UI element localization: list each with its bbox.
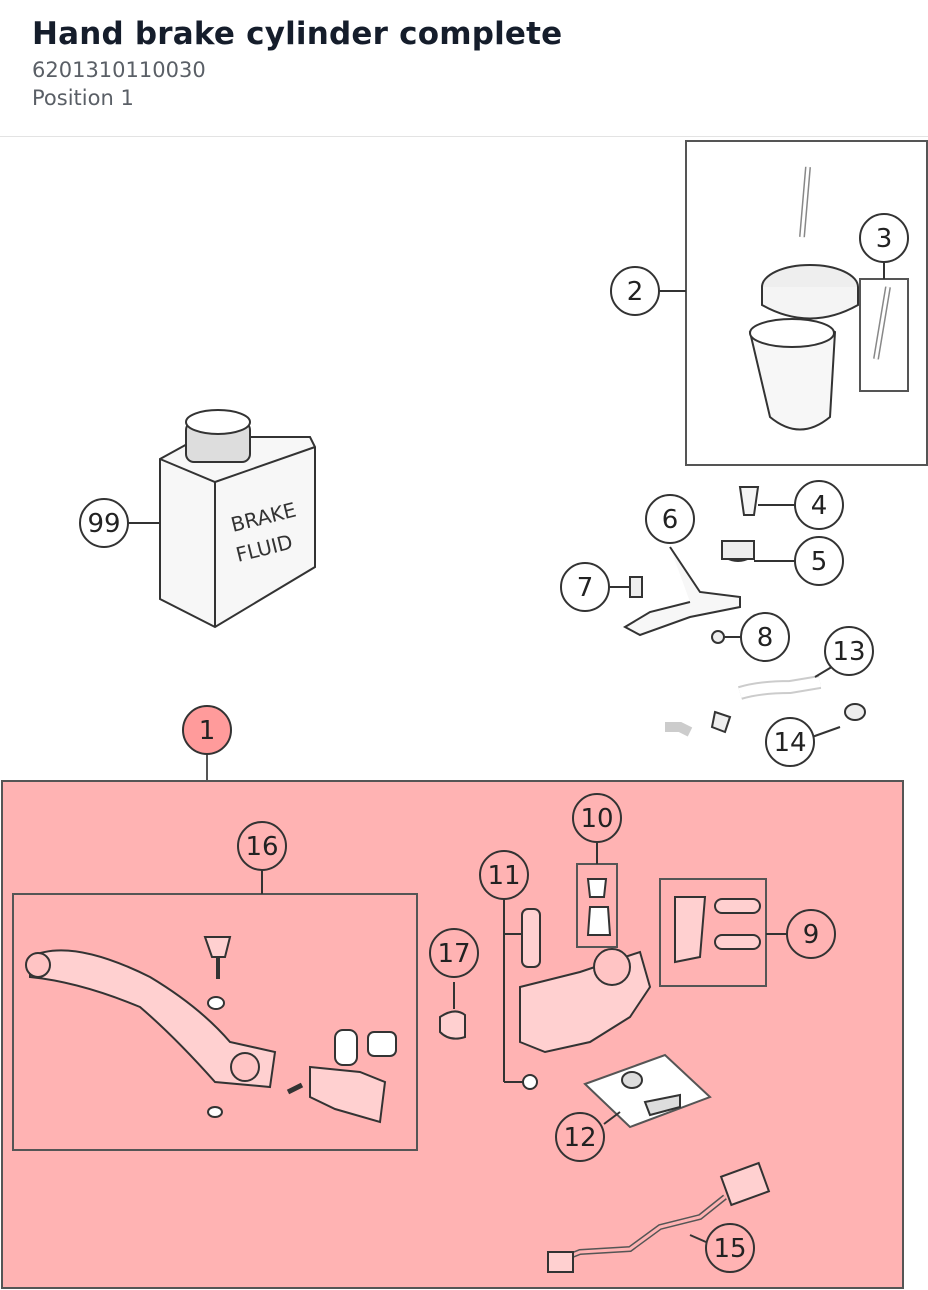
callout-16[interactable]: 16 (237, 821, 287, 871)
callout-16-label: 16 (245, 832, 278, 862)
callout-99[interactable]: 99 (79, 498, 129, 548)
callout-6[interactable]: 6 (645, 494, 695, 544)
callout-4[interactable]: 4 (794, 480, 844, 530)
callout-1[interactable]: 1 (182, 705, 232, 755)
callout-14-label: 14 (773, 728, 806, 758)
callout-6-label: 6 (662, 505, 679, 535)
callout-5[interactable]: 5 (794, 536, 844, 586)
callout-11-label: 11 (487, 861, 520, 891)
callout-3[interactable]: 3 (859, 213, 909, 263)
callout-9[interactable]: 9 (786, 909, 836, 959)
callout-8[interactable]: 8 (740, 612, 790, 662)
callout-7-label: 7 (577, 573, 594, 603)
callout-12-label: 12 (563, 1123, 596, 1153)
callout-9-label: 9 (803, 920, 820, 950)
callout-17[interactable]: 17 (429, 928, 479, 978)
page-header: Hand brake cylinder complete 62013101100… (0, 0, 928, 137)
callout-7[interactable]: 7 (560, 562, 610, 612)
callout-15-label: 15 (713, 1234, 746, 1264)
callout-15[interactable]: 15 (705, 1223, 755, 1273)
callout-10-label: 10 (580, 804, 613, 834)
callout-99-label: 99 (87, 509, 120, 539)
part-number: 6201310110030 (32, 58, 206, 82)
callout-8-label: 8 (757, 623, 774, 653)
callout-2[interactable]: 2 (610, 266, 660, 316)
callout-1-label: 1 (199, 716, 216, 746)
callout-4-label: 4 (811, 491, 828, 521)
reservoir-assembly (659, 140, 928, 466)
callout-17-label: 17 (437, 939, 470, 969)
callout-11[interactable]: 11 (479, 850, 529, 900)
callout-5-label: 5 (811, 547, 828, 577)
mounting-small-parts (608, 486, 866, 738)
lever-assembly (12, 866, 418, 1151)
callout-10[interactable]: 10 (572, 793, 622, 843)
position-label: Position 1 (32, 86, 134, 110)
callout-14[interactable]: 14 (765, 717, 815, 767)
callout-13[interactable]: 13 (824, 626, 874, 676)
brake-fluid-bottle: BRAKE FLUID (128, 409, 316, 629)
callout-12[interactable]: 12 (555, 1112, 605, 1162)
master-cylinder-body (439, 840, 787, 1273)
exploded-parts-diagram: BRAKE FLUID (0, 137, 928, 1290)
callout-13-label: 13 (832, 637, 865, 667)
page-title: Hand brake cylinder complete (32, 16, 563, 52)
callout-3-label: 3 (876, 224, 893, 254)
callout-2-label: 2 (627, 277, 644, 307)
